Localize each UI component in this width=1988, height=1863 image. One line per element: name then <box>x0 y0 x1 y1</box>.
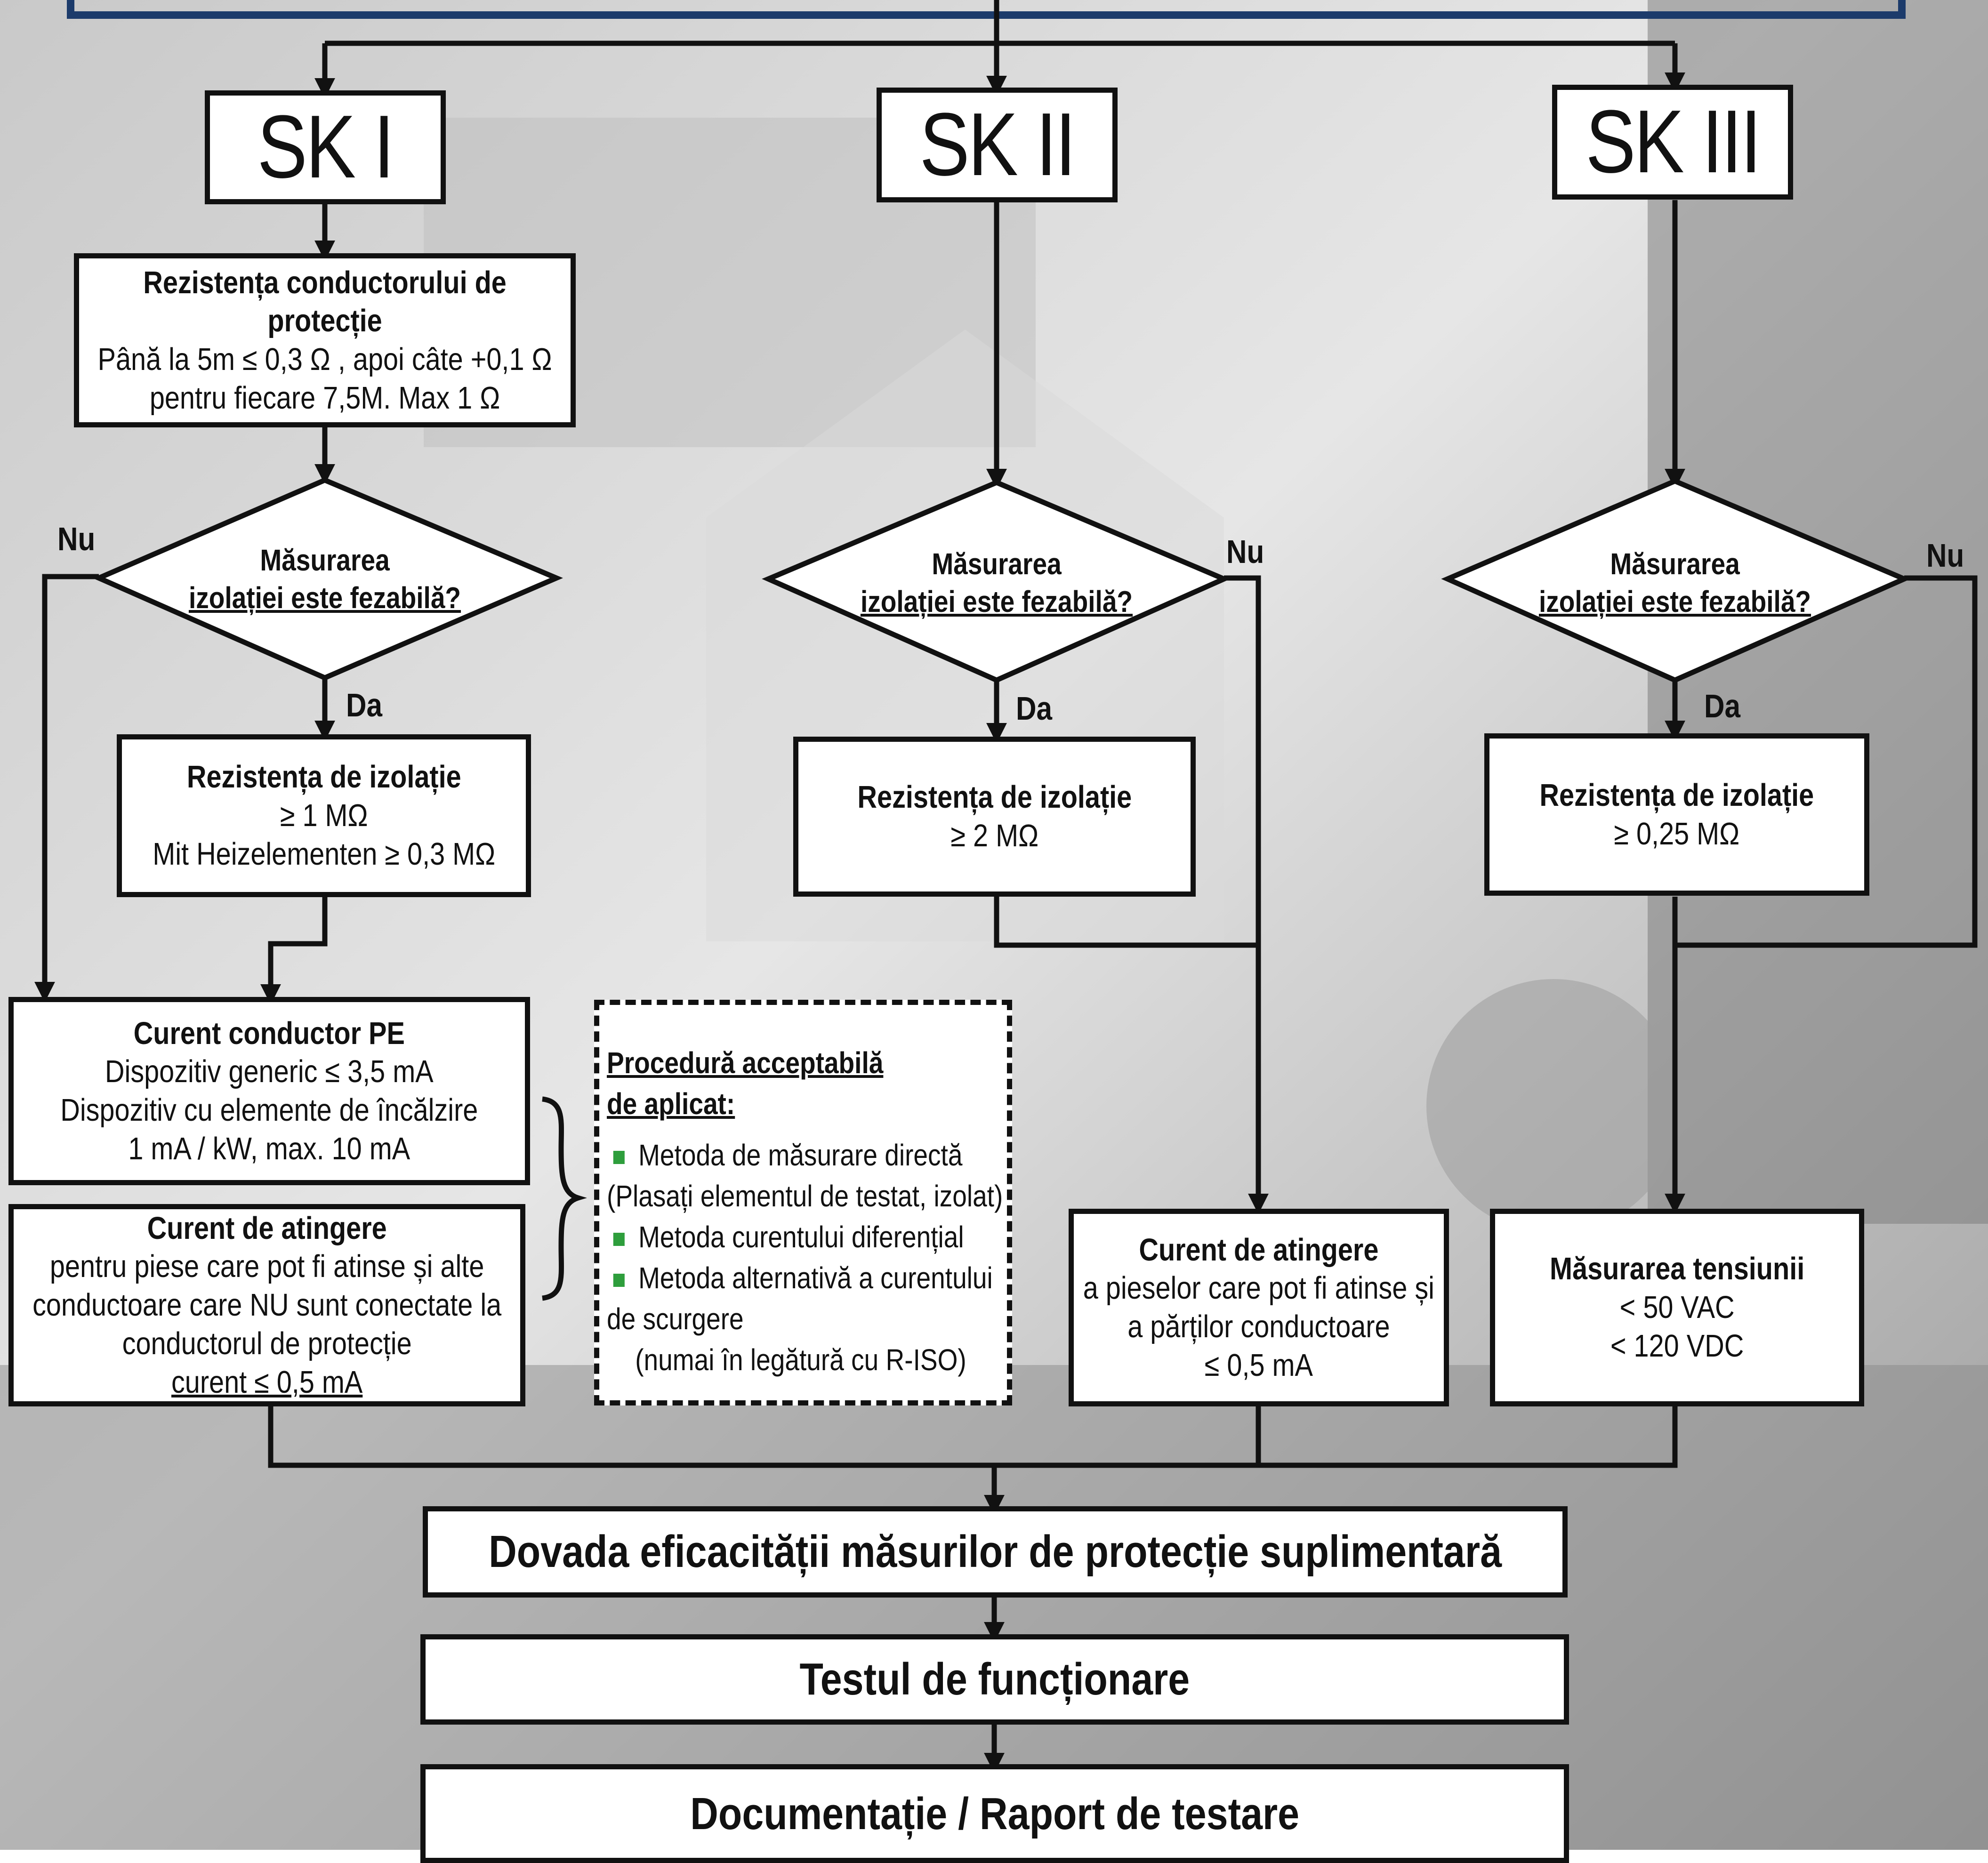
sk2-touch-title: Curent de atingere <box>1139 1232 1379 1268</box>
sk3-box: SK III <box>1552 85 1793 200</box>
sk1-insulation-title: Rezistența de izolație <box>186 759 461 795</box>
sk2-touch-current-box: Curent de atingere a pieselor care pot f… <box>1069 1209 1449 1406</box>
sk3-title: SK III <box>1585 92 1761 192</box>
final-step-3-text: Documentație / Raport de testare <box>690 1789 1299 1839</box>
sk3-no-label: Nu <box>1926 537 1964 574</box>
sk3-decision-line1: Măsurarea <box>1610 547 1740 581</box>
sk3-insulation-box: Rezistența de izolație ≥ 0,25 MΩ <box>1484 733 1869 896</box>
sk1-touch-line1: pentru piese care pot fi atinse și alte <box>49 1249 484 1285</box>
pe-resistance-line2: pentru fiecare 7,5M. Max 1 Ω <box>149 380 500 416</box>
pe-current-box: Curent conductor PE Dispozitiv generic ≤… <box>8 997 530 1185</box>
pe-current-line2: Dispozitiv cu elemente de încălzire <box>60 1092 478 1128</box>
sk3-insulation-line1: ≥ 0,25 MΩ <box>1614 816 1740 851</box>
sk1-decision-line2: izolației este fezabilă? <box>188 581 461 615</box>
sk2-touch-line2: a părților conductoare <box>1127 1309 1390 1344</box>
sk2-yes-label: Da <box>1016 690 1052 727</box>
green-bullet-icon <box>613 1151 625 1164</box>
procedure-heading-1: Procedură acceptabilă <box>607 1046 884 1080</box>
sk1-title: SK I <box>257 97 395 197</box>
sk1-no-label: Nu <box>57 521 96 557</box>
green-bullet-icon <box>613 1233 625 1246</box>
procedure-item-3: Metoda alternativă a curentului <box>607 1258 1020 1299</box>
pe-current-line1: Dispozitiv generic ≤ 3,5 mA <box>105 1054 434 1090</box>
sk1-insulation-box: Rezistența de izolație ≥ 1 MΩ Mit Heizel… <box>117 734 531 897</box>
voltage-line1: < 50 VAC <box>1619 1290 1735 1325</box>
sk3-yes-label: Da <box>1704 688 1740 724</box>
sk1-touch-line3: conductorul de protecție <box>122 1325 412 1361</box>
sk1-decision-line1: Măsurarea <box>260 543 390 577</box>
pe-current-line3: 1 mA / kW, max. 10 mA <box>128 1131 410 1166</box>
sk1-decision-diamond <box>92 477 563 681</box>
sk1-decision-text: Măsurarea izolației este fezabilă? <box>179 541 470 617</box>
procedure-item-2-text: Metoda curentului diferențial <box>638 1220 964 1254</box>
pe-resistance-title: Rezistența conductorului de <box>143 265 507 300</box>
procedure-item-3c: (numai în legătură cu R-ISO) <box>635 1343 966 1377</box>
sk2-no-label: Nu <box>1226 533 1264 570</box>
sk3-decision-diamond <box>1441 478 1911 683</box>
sk2-touch-line3: ≤ 0,5 mA <box>1204 1347 1313 1383</box>
procedure-item-1: Metoda de măsurare directă <box>607 1135 1020 1176</box>
pe-resistance-title2: protecție <box>267 303 382 339</box>
procedure-item-1b: (Plasați elementul de testat, izolat) <box>607 1179 1003 1213</box>
procedure-heading-2: de aplicat: <box>607 1087 735 1121</box>
procedure-item-2: Metoda curentului diferențial <box>607 1217 1020 1258</box>
sk1-box: SK I <box>205 90 446 204</box>
sk1-touch-current-box: Curent de atingere pentru piese care pot… <box>8 1204 525 1406</box>
sk3-decision-line2: izolației este fezabilă? <box>1538 585 1811 618</box>
sk2-insulation-box: Rezistența de izolație ≥ 2 MΩ <box>793 737 1196 897</box>
procedure-item-3-text: Metoda alternativă a curentului <box>638 1261 993 1295</box>
voltage-line2: < 120 VDC <box>1610 1328 1744 1364</box>
sk3-insulation-title: Rezistența de izolație <box>1539 777 1814 813</box>
sk3-decision-text: Măsurarea izolației este fezabilă? <box>1529 545 1820 620</box>
sk2-decision-diamond <box>762 480 1231 683</box>
pe-resistance-line1: Până la 5m ≤ 0,3 Ω , apoi câte +0,1 Ω <box>97 342 552 377</box>
sk2-insulation-line1: ≥ 2 MΩ <box>950 818 1038 853</box>
procedure-box: Procedură acceptabilă de aplicat: Metoda… <box>594 1000 1012 1405</box>
voltage-title: Măsurarea tensiunii <box>1549 1251 1805 1287</box>
sk2-insulation-title: Rezistența de izolație <box>857 779 1132 815</box>
sk1-touch-line4: curent ≤ 0,5 mA <box>171 1364 363 1400</box>
sk1-pe-resistance-box: Rezistența conductorului de protecție Pâ… <box>74 253 576 427</box>
procedure-item-3b: de scurgere <box>607 1302 744 1336</box>
sk1-insulation-line1: ≥ 1 MΩ <box>280 798 368 834</box>
sk1-touch-title: Curent de atingere <box>147 1210 387 1246</box>
sk1-yes-label: Da <box>346 687 382 723</box>
sk2-decision-line2: izolației este fezabilă? <box>860 585 1133 618</box>
sk2-box: SK II <box>877 88 1118 202</box>
sk1-touch-line2: conductoare care NU sunt conectate la <box>32 1287 502 1323</box>
final-step-3: Documentație / Raport de testare <box>420 1764 1569 1863</box>
pe-current-title: Curent conductor PE <box>133 1015 405 1051</box>
sk1-insulation-line2: Mit Heizelementen ≥ 0,3 MΩ <box>153 836 495 872</box>
sk2-decision-text: Măsurarea izolației este fezabilă? <box>851 545 1142 620</box>
sk2-touch-line1: a pieselor care pot fi atinse și <box>1083 1270 1435 1306</box>
voltage-measurement-box: Măsurarea tensiunii < 50 VAC < 120 VDC <box>1490 1209 1864 1406</box>
final-step-2-text: Testul de funcționare <box>799 1654 1190 1705</box>
green-bullet-icon <box>613 1274 625 1287</box>
sk2-title: SK II <box>919 95 1076 195</box>
procedure-item-1-text: Metoda de măsurare directă <box>638 1138 963 1172</box>
final-step-1: Dovada eficacității măsurilor de protecț… <box>423 1506 1568 1598</box>
final-step-2: Testul de funcționare <box>420 1634 1569 1725</box>
sk2-decision-line1: Măsurarea <box>932 547 1062 581</box>
final-step-1-text: Dovada eficacității măsurilor de protecț… <box>489 1526 1502 1577</box>
